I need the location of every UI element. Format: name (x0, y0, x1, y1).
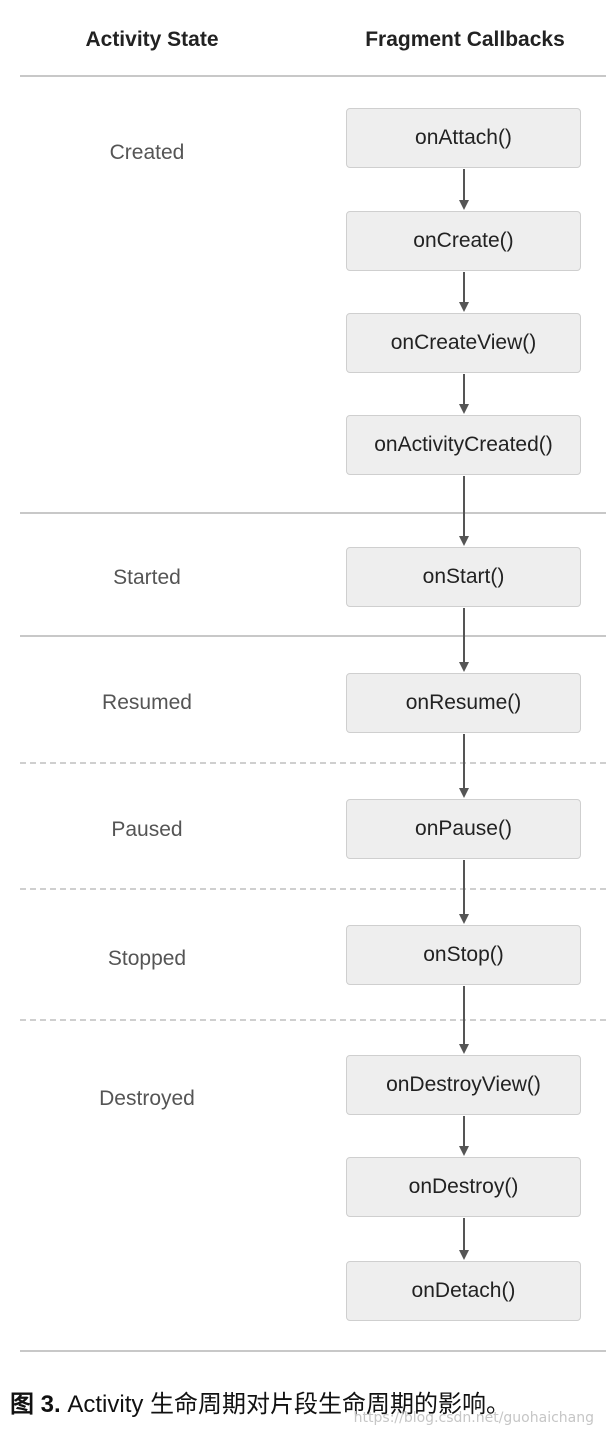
state-stopped: Stopped (107, 947, 187, 970)
state-created: Created (109, 141, 185, 164)
callback-ondetach: onDetach() (346, 1261, 581, 1321)
callback-onstart: onStart() (346, 547, 581, 607)
paused-stopped-divider (20, 888, 606, 890)
callback-oncreateview: onCreateView() (346, 313, 581, 373)
bottom-divider (20, 1350, 606, 1352)
callback-onstop: onStop() (346, 925, 581, 985)
stopped-destroyed-divider (20, 1019, 606, 1021)
created-started-divider (20, 512, 606, 514)
watermark-url: https://blog.csdn.net/guohaichang (353, 1410, 594, 1426)
resumed-paused-divider (20, 762, 606, 764)
started-resumed-divider (20, 635, 606, 637)
figure-caption: 图 3. Activity 生命周期对片段生命周期的影响。 (10, 1384, 510, 1419)
caption-text: Activity 生命周期对片段生命周期的影响。 (60, 1391, 511, 1418)
figure-label: 图 3. (10, 1391, 61, 1418)
callback-onattach: onAttach() (346, 108, 581, 168)
callback-onpause: onPause() (346, 799, 581, 859)
state-resumed: Resumed (102, 691, 192, 714)
state-started: Started (113, 566, 181, 589)
callback-oncreate: onCreate() (346, 211, 581, 271)
state-destroyed: Destroyed (99, 1087, 195, 1110)
callback-ondestroy: onDestroy() (346, 1157, 581, 1217)
fragment-callbacks-header: Fragment Callbacks (365, 28, 565, 51)
activity-state-header: Activity State (85, 28, 219, 51)
callback-ondestroyview: onDestroyView() (346, 1055, 581, 1115)
callback-onresume: onResume() (346, 673, 581, 733)
state-paused: Paused (111, 818, 183, 841)
callback-onactivitycreated: onActivityCreated() (346, 415, 581, 475)
header-divider (20, 75, 606, 77)
